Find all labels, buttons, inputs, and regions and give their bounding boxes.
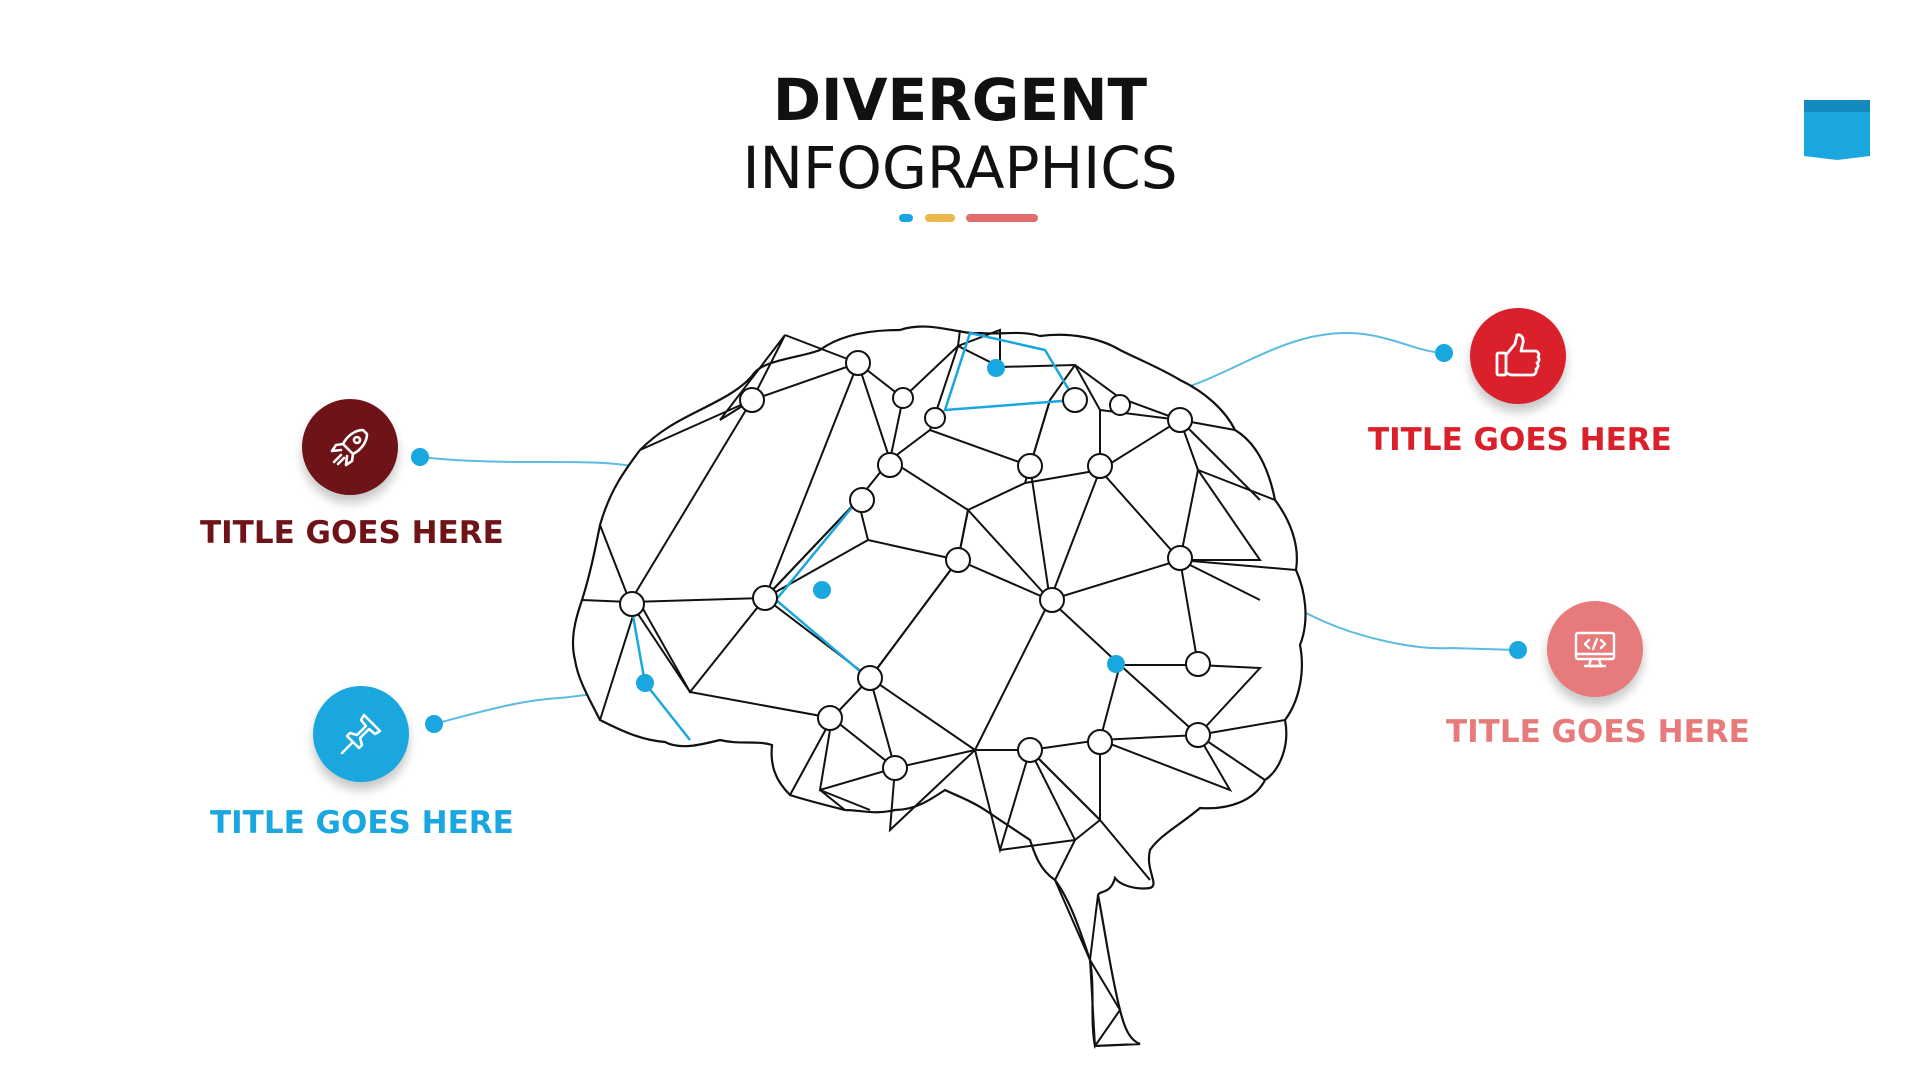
- corner-bookmark-icon: [1804, 100, 1870, 160]
- item-icon-circle-thumbs-up: [1470, 308, 1566, 404]
- item-label-bottom-right: TITLE GOES HERE: [1446, 714, 1750, 750]
- item-icon-circle-pushpin: [313, 686, 409, 782]
- network-nodes: [619, 350, 1211, 781]
- thumbs-up-icon: [1495, 333, 1541, 377]
- item-icon-circle-rocket: [302, 399, 398, 495]
- accent-bar-red: [966, 214, 1038, 222]
- rocket-icon: [330, 428, 369, 467]
- item-label-top-right: TITLE GOES HERE: [1368, 422, 1672, 458]
- pushpin-icon: [340, 713, 382, 755]
- item-label-top-left: TITLE GOES HERE: [200, 515, 504, 551]
- title-accent-bars: [0, 214, 1920, 222]
- accent-bar-blue: [899, 214, 913, 222]
- accent-bar-yellow: [925, 214, 955, 222]
- item-icon-circle-code-monitor: [1547, 601, 1643, 697]
- item-label-bottom-left: TITLE GOES HERE: [210, 805, 514, 841]
- page-title: DIVERGENT: [772, 66, 1148, 134]
- connector-dots: [411, 344, 1527, 733]
- code-monitor-icon: [1574, 631, 1616, 668]
- page-subtitle: INFOGRAPHICS: [742, 134, 1178, 202]
